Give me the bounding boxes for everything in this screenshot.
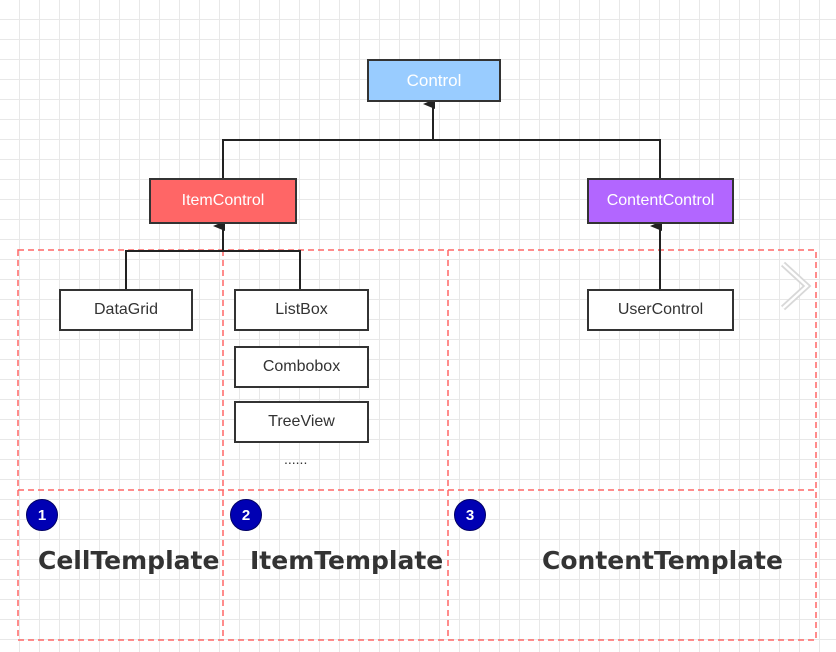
template-regions <box>17 249 817 641</box>
region-badge-1: 1 <box>26 499 58 531</box>
region-label-itemtemplate: ItemTemplate <box>250 546 444 575</box>
region-badge-3: 3 <box>454 499 486 531</box>
node-treeview: TreeView <box>234 401 369 443</box>
edge-datagrid-listbox <box>125 250 301 289</box>
region-badge-2: 2 <box>230 499 262 531</box>
node-usercontrol: UserControl <box>587 289 734 331</box>
region-label-celltemplate: CellTemplate <box>38 546 220 575</box>
node-datagrid: DataGrid <box>59 289 193 331</box>
chevron-right-icon[interactable] <box>775 260 815 312</box>
ellipsis-more-items: ...... <box>284 451 308 467</box>
node-control: Control <box>367 59 501 102</box>
region-outer <box>17 249 817 641</box>
region-label-contenttemplate: ContentTemplate <box>542 546 783 575</box>
edge-item-to-control <box>222 139 661 178</box>
node-listbox: ListBox <box>234 289 369 331</box>
node-item-control: ItemControl <box>149 178 297 224</box>
node-combobox: Combobox <box>234 346 369 388</box>
inheritance-lines <box>125 99 662 289</box>
node-content-control: ContentControl <box>587 178 734 224</box>
